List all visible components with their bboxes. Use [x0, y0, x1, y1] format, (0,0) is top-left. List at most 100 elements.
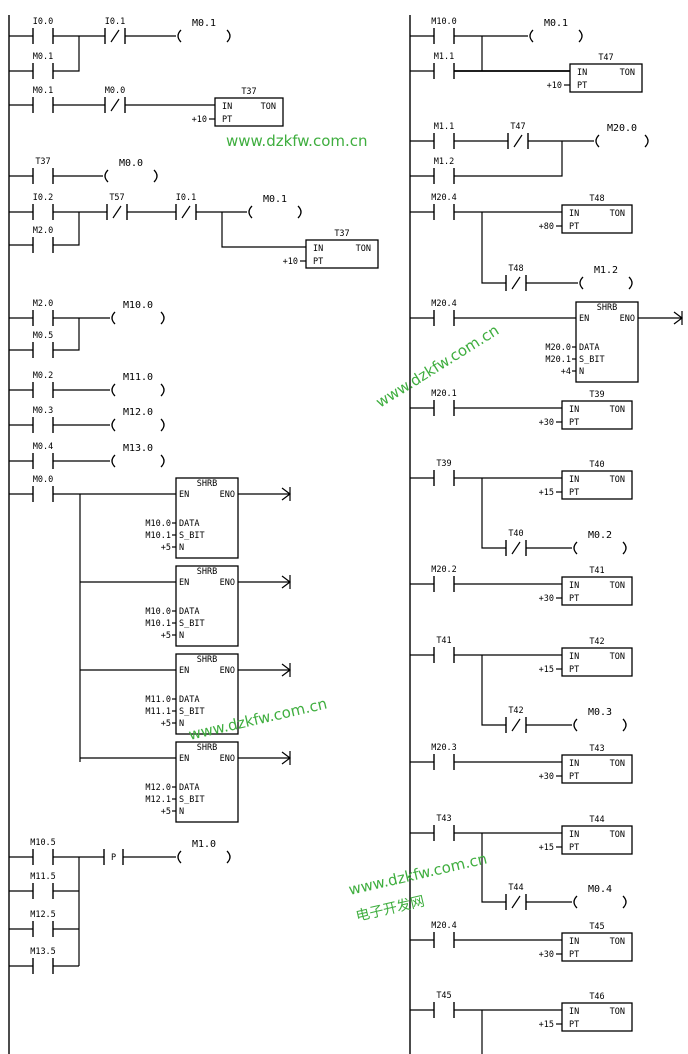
shrb-data-pin: DATA: [579, 343, 599, 353]
shrb-box: [175, 477, 239, 559]
contact-label: M13.5: [30, 947, 56, 957]
shrb-box: [175, 565, 239, 647]
timer-preset: +30: [539, 772, 554, 782]
shrb-eno-pin: ENO: [220, 754, 235, 764]
wire: [110, 98, 120, 112]
shrb-name: SHRB: [597, 303, 617, 313]
wire: [481, 212, 506, 284]
shrb-box: [175, 653, 239, 735]
contact-label: I0.1: [105, 17, 125, 27]
timer-name: T45: [589, 922, 604, 932]
timer-name: T47: [598, 53, 613, 63]
coil-left-arc: [111, 418, 116, 432]
shrb-sbit-value: M11.1: [145, 707, 171, 717]
shrb-box: [575, 301, 639, 383]
coil-left-arc: [579, 276, 584, 290]
timer-preset: +30: [539, 418, 554, 428]
shrb-data-value: M11.0: [145, 695, 171, 705]
eno-arrow: [281, 663, 291, 677]
wire: [53, 36, 80, 72]
coil-label: M12.0: [123, 407, 153, 418]
timer-type: TON: [610, 405, 625, 415]
shrb-name: SHRB: [197, 743, 217, 753]
timer-in-pin: IN: [569, 475, 579, 485]
coil-left-arc: [595, 134, 600, 148]
timer-preset: +15: [539, 488, 554, 498]
contact-label: T42: [508, 706, 523, 716]
timer-box: [561, 825, 633, 855]
coil-right-arc: [628, 276, 633, 290]
timer-type: TON: [610, 937, 625, 947]
wire: [112, 205, 122, 219]
timer-type: TON: [610, 475, 625, 485]
shrb-eno-pin: ENO: [220, 578, 235, 588]
shrb-n-pin: N: [179, 719, 184, 729]
timer-pt-pin: PT: [569, 950, 579, 960]
contact-label: M0.4: [33, 442, 53, 452]
wire: [53, 212, 80, 246]
coil-label: M13.0: [123, 443, 153, 454]
shrb-eno-pin: ENO: [620, 314, 635, 324]
shrb-n-pin: N: [179, 807, 184, 817]
contact-label: M10.5: [30, 838, 56, 848]
coil-label: M20.0: [607, 123, 637, 134]
timer-type: TON: [610, 581, 625, 591]
contact-label: M0.1: [33, 86, 53, 96]
shrb-n-value: +4: [561, 367, 571, 377]
coil-label: M0.3: [588, 707, 612, 718]
wire: [511, 541, 521, 555]
timer-type: TON: [610, 759, 625, 769]
shrb-sbit-pin: S_BIT: [179, 795, 205, 805]
shrb-name: SHRB: [197, 567, 217, 577]
contact-label: I0.0: [33, 17, 53, 27]
contact-label: M0.5: [33, 331, 53, 341]
wire: [513, 134, 523, 148]
coil-left-arc: [111, 383, 116, 397]
timer-name: T48: [589, 194, 604, 204]
timer-preset: +30: [539, 594, 554, 604]
contact-label: M12.5: [30, 910, 56, 920]
coil-left-arc: [177, 850, 182, 864]
contact-label: M10.0: [431, 17, 457, 27]
shrb-en-pin: EN: [179, 666, 189, 676]
contact-label: M1.2: [434, 157, 454, 167]
contact-label: T47: [510, 122, 525, 132]
shrb-en-pin: EN: [179, 490, 189, 500]
contact-label: M0.0: [33, 475, 53, 485]
shrb-sbit-pin: S_BIT: [179, 619, 205, 629]
coil-left-arc: [111, 311, 116, 325]
coil-right-arc: [578, 29, 583, 43]
shrb-sbit-value: M10.1: [145, 619, 171, 629]
shrb-n-value: +5: [161, 631, 171, 641]
coil-label: M0.1: [192, 18, 216, 29]
shrb-name: SHRB: [197, 655, 217, 665]
timer-box: [561, 754, 633, 784]
wire: [481, 833, 506, 903]
contact-label: T48: [508, 264, 523, 274]
timer-in-pin: IN: [569, 581, 579, 591]
coil-right-arc: [160, 383, 165, 397]
wire: [511, 895, 521, 909]
timer-pt-pin: PT: [569, 772, 579, 782]
coil-label: M0.0: [119, 158, 143, 169]
wire: [221, 212, 306, 248]
timer-type: TON: [356, 244, 371, 254]
shrb-sbit-pin: S_BIT: [179, 707, 205, 717]
contact-label: T40: [508, 529, 523, 539]
shrb-name: SHRB: [197, 479, 217, 489]
wire: [110, 29, 120, 43]
timer-pt-pin: PT: [569, 1020, 579, 1030]
shrb-data-value: M20.0: [545, 343, 571, 353]
contact-label: T57: [109, 193, 124, 203]
timer-name: T37: [241, 87, 256, 97]
contact-label: M0.3: [33, 406, 53, 416]
timer-name: T37: [334, 229, 349, 239]
timer-pt-pin: PT: [577, 81, 587, 91]
coil-label: M0.1: [263, 194, 287, 205]
shrb-n-pin: N: [179, 543, 184, 553]
contact-label: M20.1: [431, 389, 457, 399]
timer-preset: +10: [192, 115, 207, 125]
watermark: 电子开发网: [354, 894, 426, 925]
shrb-sbit-value: M12.1: [145, 795, 171, 805]
